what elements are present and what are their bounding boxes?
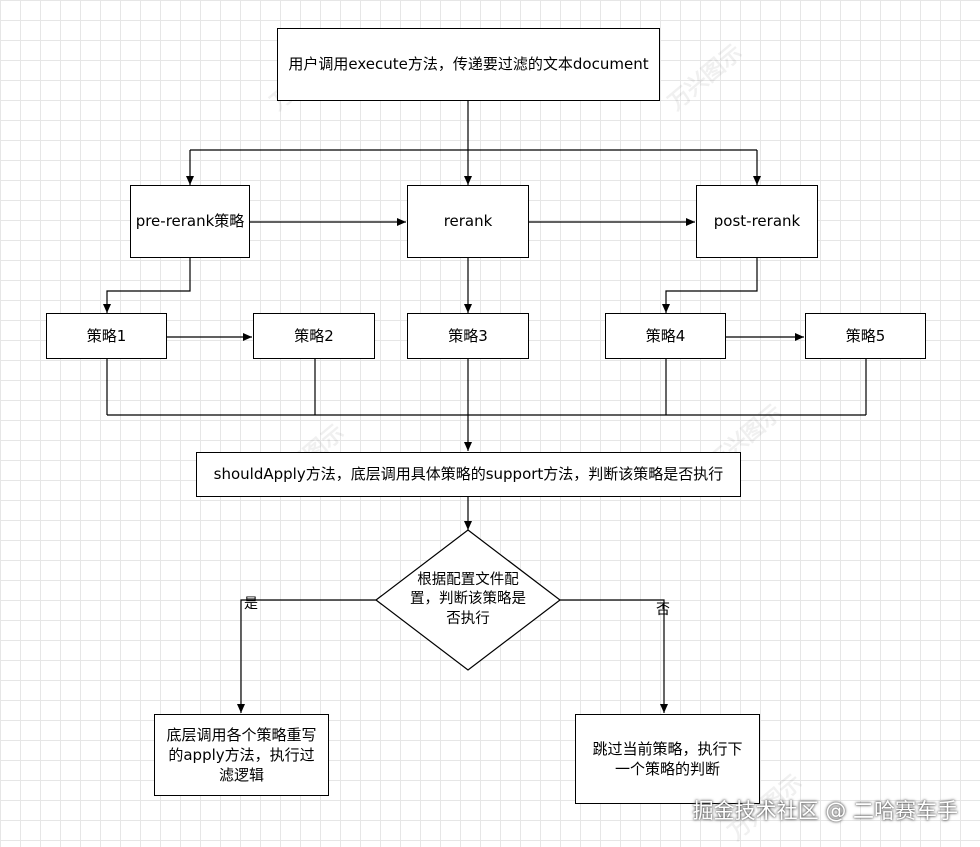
skip-node: 跳过当前策略，执行下一个策略的判断 — [575, 714, 760, 804]
strategy-3-node: 策略3 — [407, 313, 529, 359]
pre-rerank-node: pre-rerank策略 — [130, 185, 250, 258]
no-label: 否 — [656, 602, 670, 618]
credit-text: 掘金技术社区 @ 二哈赛车手 — [692, 799, 958, 823]
rerank-node: rerank — [407, 185, 529, 258]
strategy-2-node: 策略2 — [253, 313, 375, 359]
strategy-4-node: 策略4 — [605, 313, 726, 359]
decision-text: 根据配置文件配置，判断该策略是否执行 — [410, 571, 526, 627]
should-apply-node: shouldApply方法，底层调用具体策略的support方法，判断该策略是否… — [196, 452, 741, 497]
start-node: 用户调用execute方法，传递要过滤的文本document — [277, 28, 660, 101]
post-rerank-node: post-rerank — [696, 185, 818, 258]
yes-label: 是 — [244, 596, 258, 612]
strategy-1-node: 策略1 — [46, 313, 167, 359]
decision-diamond — [375, 529, 561, 671]
strategy-5-node: 策略5 — [805, 313, 926, 359]
apply-node: 底层调用各个策略重写的apply方法，执行过滤逻辑 — [154, 714, 329, 796]
